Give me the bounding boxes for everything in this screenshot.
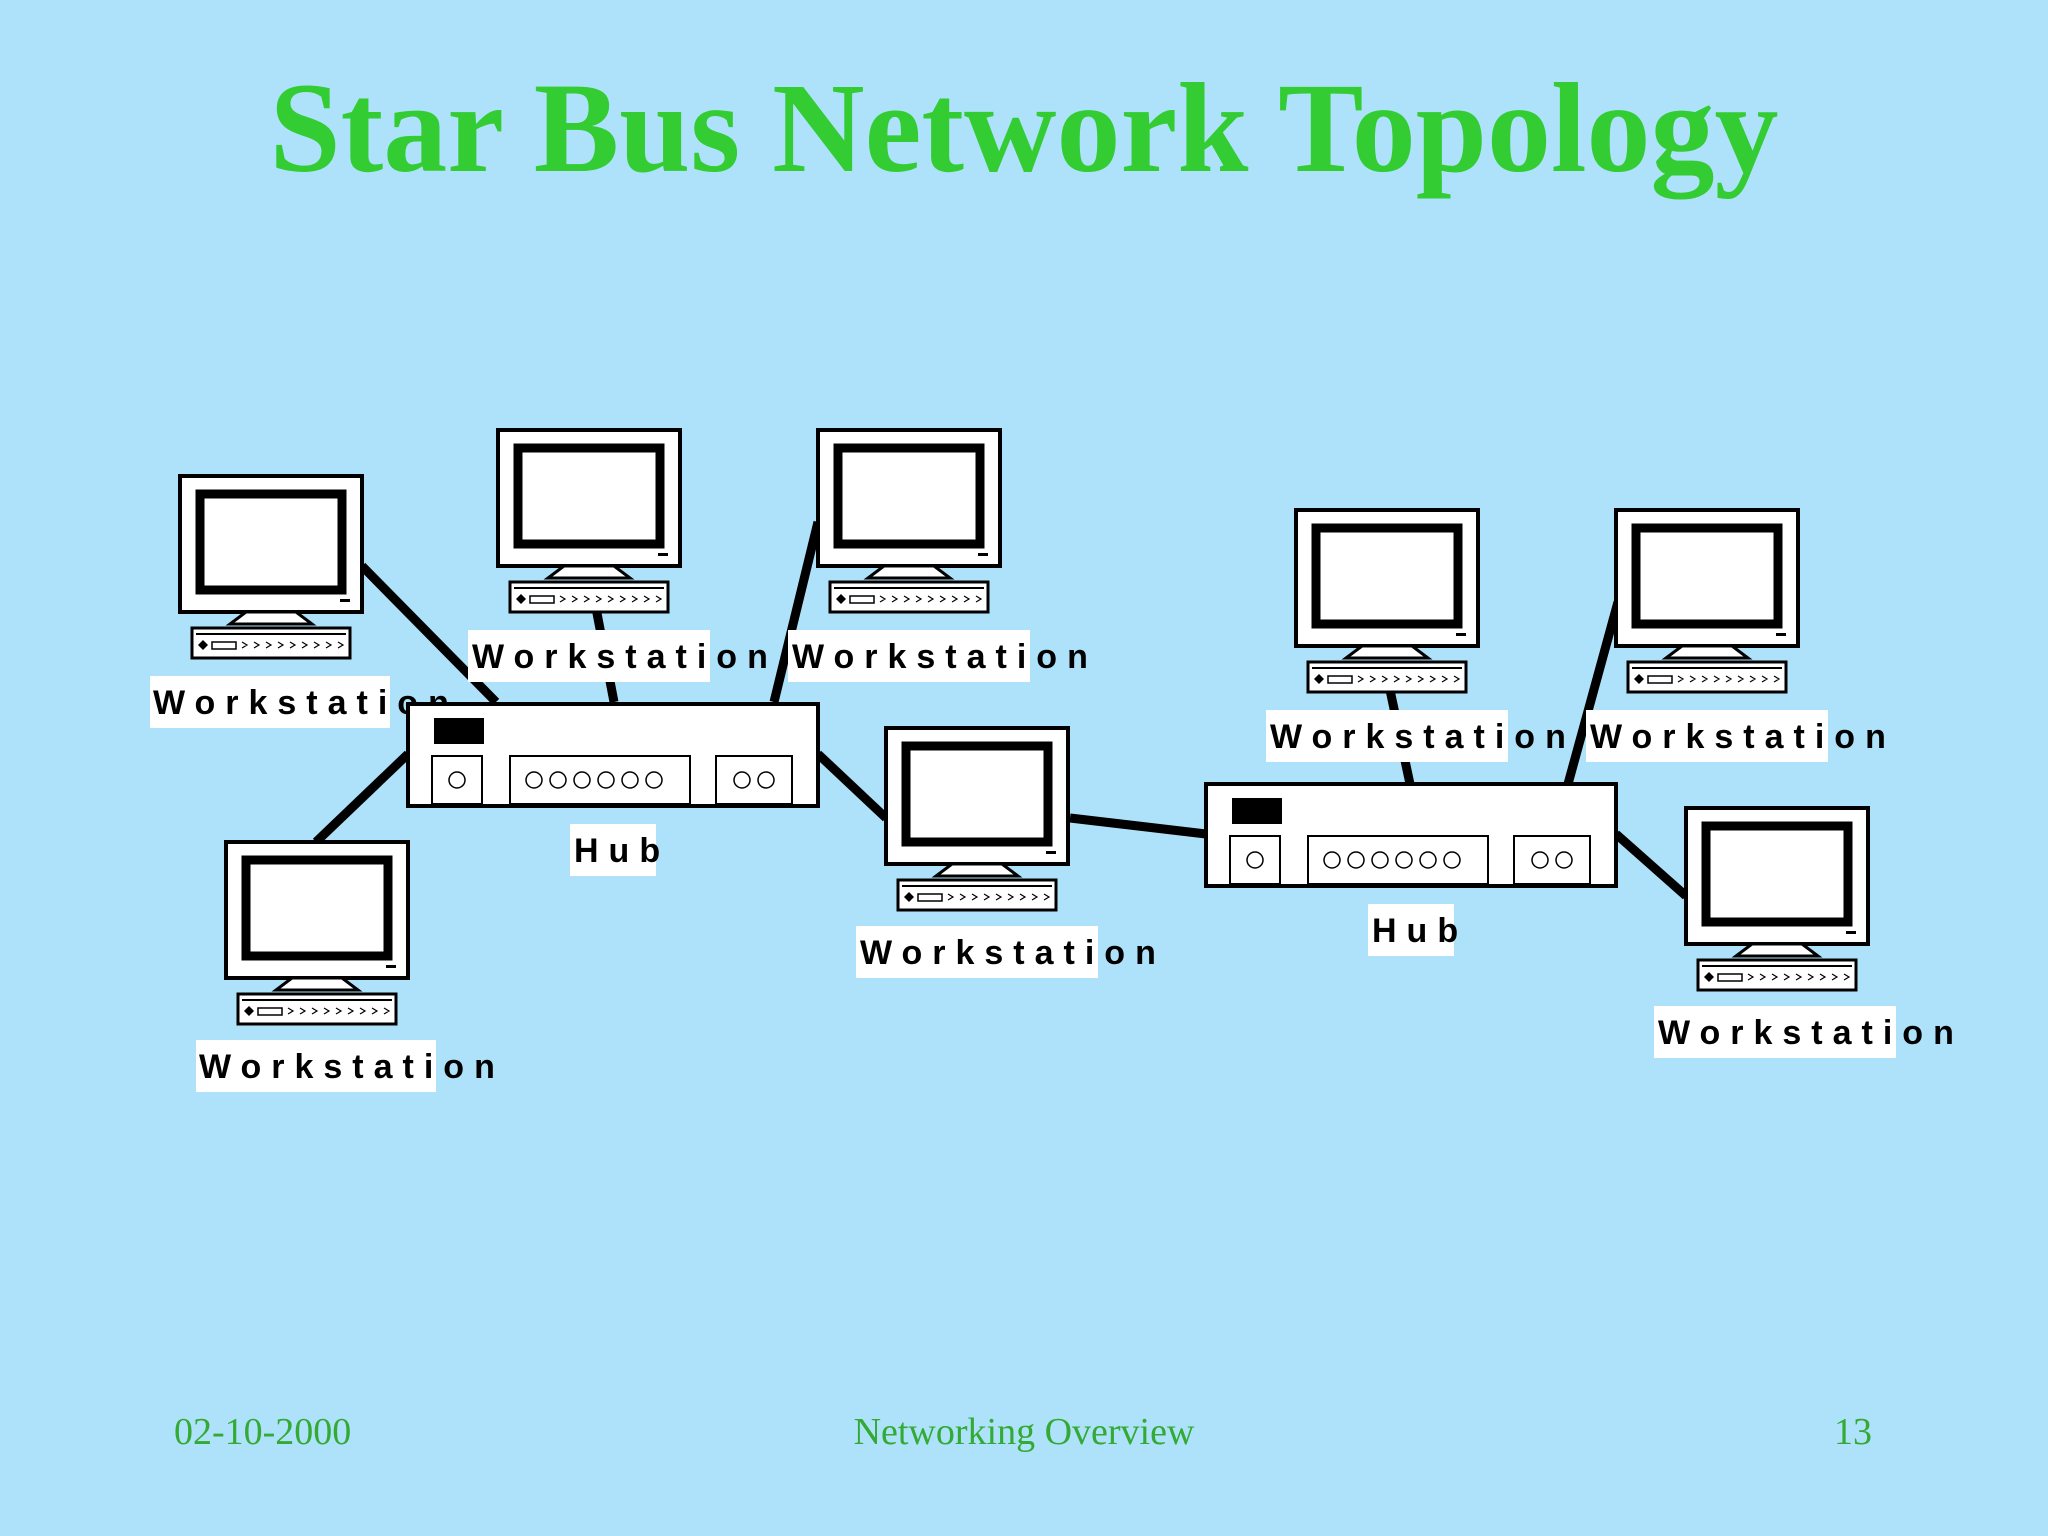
computer-icon: [818, 430, 1000, 612]
page-number: 13: [1834, 1410, 1872, 1454]
link-ws5-hub2: [1070, 818, 1206, 834]
workstation-label: Workstation: [199, 1048, 505, 1086]
link-hub2-ws8: [1616, 834, 1686, 896]
workstation-node-5: Workstation: [856, 728, 1166, 978]
workstation-node-1: Workstation: [150, 476, 459, 728]
hub-icon: [408, 704, 818, 806]
computer-icon: [180, 476, 362, 658]
computer-icon: [1296, 510, 1478, 692]
workstation-node-4: Workstation: [196, 842, 505, 1092]
workstation-label: Workstation: [1270, 718, 1576, 756]
hub-label: Hub: [1372, 912, 1468, 950]
workstation-label: Workstation: [792, 638, 1098, 676]
hub-node-2: Hub: [1206, 784, 1616, 956]
workstation-node-7: Workstation: [1586, 510, 1896, 762]
workstation-node-3: Workstation: [788, 430, 1098, 682]
hub-node-1: Hub: [408, 704, 818, 876]
computer-icon: [1686, 808, 1868, 990]
hub-label: Hub: [574, 832, 670, 870]
computer-icon: [498, 430, 680, 612]
workstation-node-6: Workstation: [1266, 510, 1576, 762]
workstation-node-8: Workstation: [1654, 808, 1964, 1058]
link-hub1-ws4: [316, 754, 408, 842]
workstation-node-2: Workstation: [468, 430, 778, 682]
hub-icon: [1206, 784, 1616, 886]
footer-title: Networking Overview: [0, 1410, 2048, 1454]
workstation-label: Workstation: [472, 638, 778, 676]
computer-icon: [226, 842, 408, 1024]
workstation-label: Workstation: [1590, 718, 1896, 756]
link-hub1-ws5: [818, 754, 886, 818]
workstation-label: Workstation: [1658, 1014, 1964, 1052]
workstation-label: Workstation: [860, 934, 1166, 972]
computer-icon: [1616, 510, 1798, 692]
computer-icon: [886, 728, 1068, 910]
